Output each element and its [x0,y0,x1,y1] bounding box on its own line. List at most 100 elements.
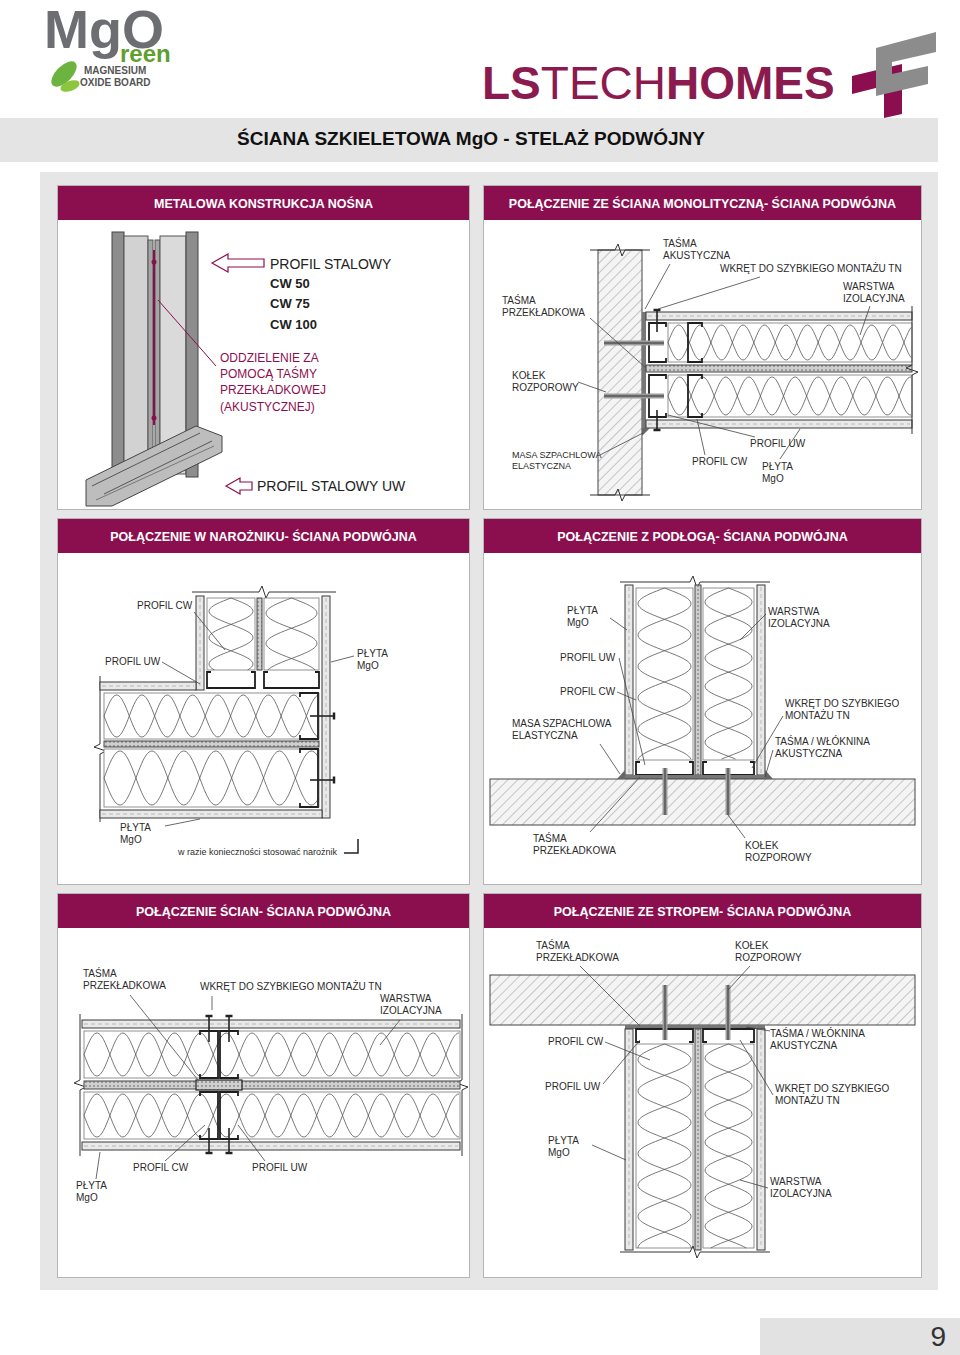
acoustic-tape [642,312,646,428]
panels-ground [40,172,938,1290]
callout-label: KOŁEK ROZPOROWY [745,840,820,864]
callout-label: PROFIL CW [692,456,747,468]
insulation-layer [84,1031,460,1078]
monolithic-wall [598,250,642,495]
leader-line [860,306,870,335]
callout-label: KOŁEK ROZPOROWY [735,940,810,964]
callout-label: WKRĘT DO SZYBKIEGO MONTAŻU TN [775,1083,900,1107]
callout-label: MASA SZPACHLOWA ELASTYCZNA [512,718,624,742]
insulation-wave [668,377,911,415]
insulation-wave [266,598,317,670]
leader-line [697,419,705,455]
leader-line [740,614,766,640]
brand-name: HOMES [666,60,835,106]
callout-label: w razie konieczności stosować narożnik [178,847,337,858]
leader-line [162,662,200,684]
insulation-wave [668,325,911,360]
screw-head [206,1152,213,1155]
corner-bead [344,839,358,853]
insulation-wave [84,1094,459,1137]
steel-profile [688,323,702,362]
leader-line [740,1040,773,1095]
board-axis [629,587,630,773]
insulation-wave [705,588,752,759]
insulation-wave [638,588,691,759]
panel-header-band: POŁĄCZENIE W NAROŻNIKU- ŚCIANA PODWÓJNA [58,519,469,553]
break-line [590,489,650,501]
callout-label: PŁYTA MgO [567,605,609,629]
board-axis [200,598,201,688]
insulation-wave [104,695,319,737]
track-edge [96,446,214,500]
separator-tape [84,1081,460,1089]
leader-line [380,1020,400,1045]
mgo-board [646,312,912,320]
ceiling-slab [490,975,915,1025]
mgo-board [82,1142,460,1150]
board-axis [648,424,910,425]
panel-ground [57,893,470,1278]
screw [656,310,658,332]
acoustic-tape [625,775,765,779]
separator-tape [695,1029,701,1250]
insulation-wave [84,1033,459,1076]
insulation-layer [668,375,912,417]
screw [208,1016,210,1042]
callout-label: PROFIL CW [548,1036,603,1048]
brand-name: TECH [541,60,666,106]
callout-label: PŁYTA MgO [120,822,162,846]
callout-label: MASA SZPACHLOWA ELASTYCZNA [512,450,617,471]
separator-tape [104,741,319,747]
panel-heading: POŁĄCZENIE Z PODŁOGĄ- ŚCIANA PODWÓJNA [557,530,848,544]
break-line [590,244,650,256]
wall-plug-screw [665,768,666,815]
leader-line [645,264,670,309]
callout-label: WKRĘT DO SZYBKIEGO MONTAŻU TN [785,698,910,722]
board-axis [102,814,320,815]
brand-icon [876,32,936,96]
callout-label: TAŚMA / WŁÓKNINA AKUSTYCZNA [770,1028,880,1052]
callout-label: PROFIL UW [105,656,160,668]
pointer-arrow [226,478,252,494]
page-number-box: 9 [760,1318,960,1355]
callout-label: WKRĘT DO SZYBKIEGO MONTAŻU TN [720,263,902,275]
leader-line [603,1040,640,1084]
stud-lip [155,240,160,472]
mgo-board [646,420,912,428]
insulation-wave [705,1044,752,1248]
screw-head [654,309,661,312]
tape-dot [152,260,157,265]
screw-head [333,713,336,720]
callout-label: TAŚMA / WŁÓKNINA AKUSTYCZNA [775,736,885,760]
insulation-wave [705,1044,752,1248]
callout-label: PROFIL UW [545,1081,600,1093]
callout-label: TAŚMA PRZEKŁADKOWA [533,833,623,857]
insulation-wave [84,1033,459,1076]
screw-head [226,1015,233,1018]
callout-label: PŁYTA MgO [762,461,804,485]
callout-label: CW 75 [270,296,310,311]
screw-head [206,1015,213,1018]
callout-label: WARSTWA IZOLACYJNA [380,993,455,1017]
insulation-wave [84,1094,459,1137]
panel-header-band: POŁĄCZENIE ŚCIAN- ŚCIANA PODWÓJNA [58,894,469,928]
title-band [0,118,938,162]
wall-plug [604,341,664,346]
leader-line [765,750,773,777]
leader-line [590,777,640,832]
screw [208,1128,210,1153]
logo-subtitle: OXIDE BOARD [80,77,151,89]
leader-line [165,819,200,826]
mgo-board [82,1020,460,1028]
wall-plug-screw [604,343,664,344]
brand-name: LS [482,60,541,106]
acoustic-tape [153,250,155,425]
leader-line [590,318,646,368]
insulation-layer [207,598,255,670]
sealant [642,428,650,436]
panel-heading: POŁĄCZENIE ZE STROPEM- ŚCIANA PODWÓJNA [554,905,851,919]
panel-ground [483,518,922,885]
separator-tape [646,365,912,372]
insulation-layer [703,1044,754,1248]
leader-line [158,300,216,366]
